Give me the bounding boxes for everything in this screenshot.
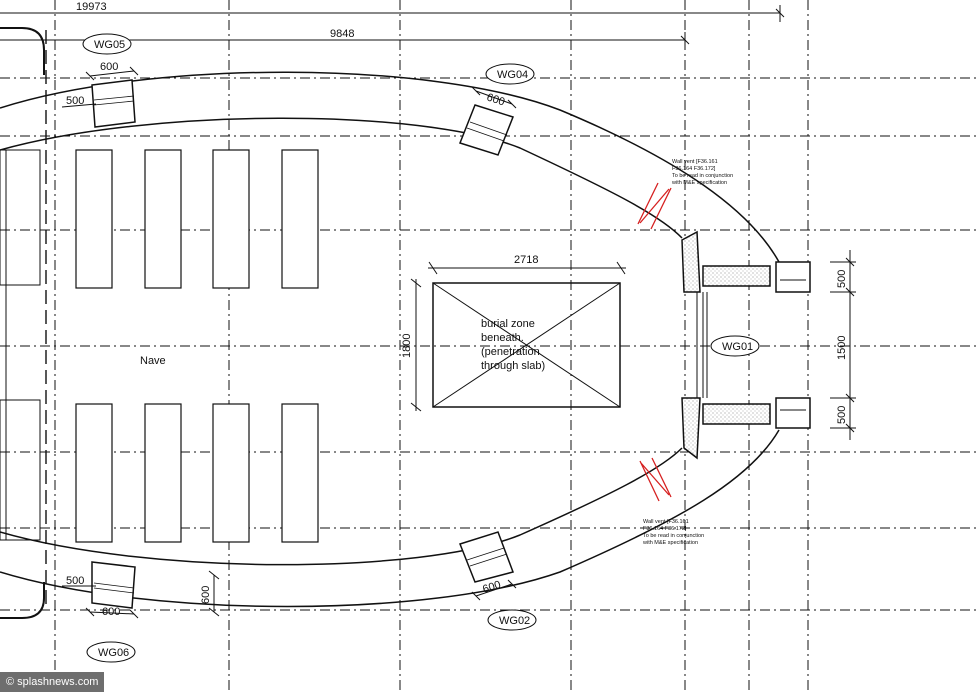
vent-note-upper-line-1: Wall vent [F36.161 bbox=[672, 159, 718, 165]
dimension-right-lower: 500 bbox=[836, 406, 848, 424]
wall-vent-upper bbox=[637, 182, 672, 230]
pew bbox=[212, 149, 250, 289]
east-entrance bbox=[681, 230, 811, 460]
pew bbox=[75, 149, 113, 289]
watermark: © splashnews.com bbox=[0, 672, 105, 692]
vent-note-upper-line-2: F36.164 F36.172] bbox=[672, 166, 716, 172]
pew bbox=[281, 403, 319, 543]
vent-note-upper-line-4: with M&E specification bbox=[671, 180, 727, 186]
tag-wg01 bbox=[710, 335, 760, 357]
right-dimensions bbox=[830, 250, 856, 440]
dimension-wall-thickness: 600 bbox=[200, 586, 212, 604]
dimension-wg04-width: 600 bbox=[485, 91, 506, 108]
tag-label-wg05: WG05 bbox=[94, 39, 125, 51]
vent-note-lower-line-4: with M&E specification bbox=[642, 540, 698, 546]
tag-label-wg01: WG01 bbox=[722, 341, 753, 353]
dimension-wg05-offset: 500 bbox=[66, 95, 84, 107]
tag-wg02 bbox=[487, 609, 537, 631]
vent-note-lower-line-2: F36.164 F36.172] bbox=[643, 526, 687, 532]
pew bbox=[212, 403, 250, 543]
tag-wg06 bbox=[86, 641, 136, 663]
vent-note-lower: Wall vent [F36.161 F36.164 F36.172] To b… bbox=[642, 519, 704, 546]
dimension-top-overall: 19973 bbox=[76, 1, 107, 13]
tag-wg05 bbox=[82, 33, 132, 55]
window-openings bbox=[91, 79, 514, 609]
pew bbox=[144, 149, 182, 289]
window-wg02 bbox=[459, 531, 514, 583]
dimension-burial-width: 2718 bbox=[514, 254, 538, 266]
window-glazing bbox=[93, 95, 508, 594]
burial-label-line-3: (penetration bbox=[481, 346, 540, 358]
burial-dimensions bbox=[410, 261, 626, 412]
room-label-nave: Nave bbox=[140, 355, 166, 367]
pew bbox=[281, 149, 319, 289]
pew bbox=[144, 403, 182, 543]
burial-label-line-4: through slab) bbox=[481, 360, 545, 372]
tag-label-wg06: WG06 bbox=[98, 647, 129, 659]
tag-wg04 bbox=[485, 63, 535, 85]
dimension-right-upper: 500 bbox=[836, 270, 848, 288]
burial-zone bbox=[432, 282, 621, 408]
left-bays bbox=[0, 149, 41, 541]
vent-note-lower-line-3: To be read in conjunction bbox=[643, 533, 704, 539]
vent-note-upper: Wall vent [F36.161 F36.164 F36.172] To b… bbox=[671, 159, 733, 186]
window-wg05 bbox=[91, 79, 136, 128]
vent-note-lower-line-1: Wall vent [F36.161 bbox=[643, 519, 689, 525]
window-tags bbox=[82, 33, 760, 663]
dimension-top-inner: 9848 bbox=[330, 28, 354, 40]
pews bbox=[75, 149, 319, 543]
dimension-wg06-offset: 500 bbox=[66, 575, 84, 587]
left-wall bbox=[0, 27, 45, 619]
elliptical-wall bbox=[0, 71, 780, 608]
tag-label-wg02: WG02 bbox=[499, 615, 530, 627]
window-wg04 bbox=[459, 104, 514, 156]
tag-label-wg04: WG04 bbox=[497, 69, 528, 81]
window-wg06 bbox=[91, 561, 136, 609]
burial-label-line-1: burial zone bbox=[481, 318, 535, 330]
dimension-right-middle: 1500 bbox=[836, 336, 848, 360]
burial-zone-label: burial zone beneath. (penetration throug… bbox=[481, 318, 545, 372]
burial-label-line-2: beneath. bbox=[481, 332, 524, 344]
window-dimension-lines bbox=[61, 66, 517, 619]
wall-vents bbox=[637, 182, 672, 502]
vent-note-upper-line-3: To be read in conjunction bbox=[672, 173, 733, 179]
dimension-wg06-width: 600 bbox=[102, 606, 120, 618]
dimension-wg05-width: 600 bbox=[100, 61, 118, 73]
wall-vent-lower bbox=[639, 457, 672, 502]
pew bbox=[75, 403, 113, 543]
dimension-burial-height: 1800 bbox=[401, 334, 413, 358]
dimension-wg02-width: 600 bbox=[481, 579, 502, 596]
